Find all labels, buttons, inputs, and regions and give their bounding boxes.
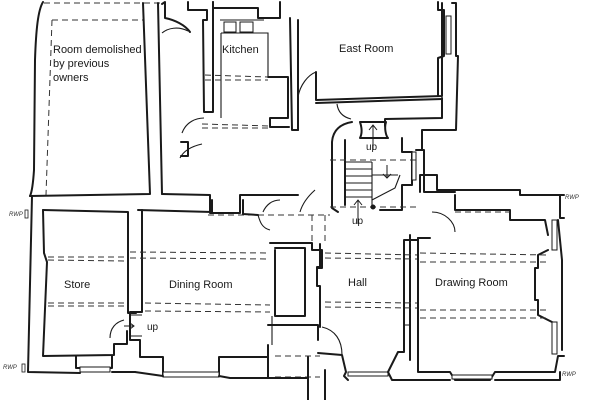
room-label-drawing-room: Drawing Room (435, 277, 508, 289)
demolished-room (29, 1, 163, 197)
kitchen-window-left (223, 21, 237, 33)
room-label-demolished-line3: owners (53, 72, 89, 84)
drawing-room-window-bay (451, 374, 493, 380)
hall-walls (307, 234, 421, 400)
stair-up-label-lower: up (352, 216, 364, 227)
corridor (161, 189, 330, 244)
stair-up-label-upper: up (366, 142, 378, 153)
drawing-room-window-upper (551, 219, 558, 251)
stair-treads (346, 161, 401, 208)
east-room-walls (297, 1, 459, 151)
room-label-kitchen: Kitchen (222, 44, 259, 56)
dining-room-walls (129, 199, 323, 378)
room-label-dining-room: Dining Room (169, 279, 233, 291)
stair-hall: up up (330, 121, 456, 227)
stair-window (411, 151, 417, 181)
kitchen-window-right (239, 21, 254, 33)
rwp-label-left-upper: RWP (9, 212, 23, 218)
rwp-label-right-lower: RWP (562, 372, 576, 378)
bottom-wall (134, 356, 561, 381)
store-up-arrow-icon (124, 322, 135, 330)
rwp-pipe-left-upper (24, 209, 29, 219)
room-label-demolished-line1: Room demolished (53, 44, 142, 56)
room-label-hall: Hall (348, 277, 367, 289)
store-step-up-label: up (147, 322, 159, 333)
up-arrow-upper-icon (368, 124, 378, 150)
room-label-store: Store (64, 279, 90, 291)
down-arrow-icon (382, 165, 392, 179)
store-window (79, 366, 111, 373)
store-walls (27, 195, 137, 374)
drawing-room-walls (417, 174, 565, 381)
up-arrow-lower-icon (353, 199, 363, 224)
east-room-window (445, 15, 452, 55)
rwp-label-right-upper: RWP (565, 195, 579, 201)
newel-post (370, 204, 376, 210)
rwp-pipe-left-lower (21, 363, 26, 373)
rwp-label-left-lower: RWP (3, 365, 17, 371)
drawing-room-window-lower (551, 321, 558, 355)
room-label-east-room: East Room (339, 43, 393, 55)
dining-window (162, 371, 220, 378)
room-label-demolished-line2: by previous (53, 58, 110, 70)
kitchen-walls (161, 1, 299, 159)
hall-window (347, 371, 389, 377)
